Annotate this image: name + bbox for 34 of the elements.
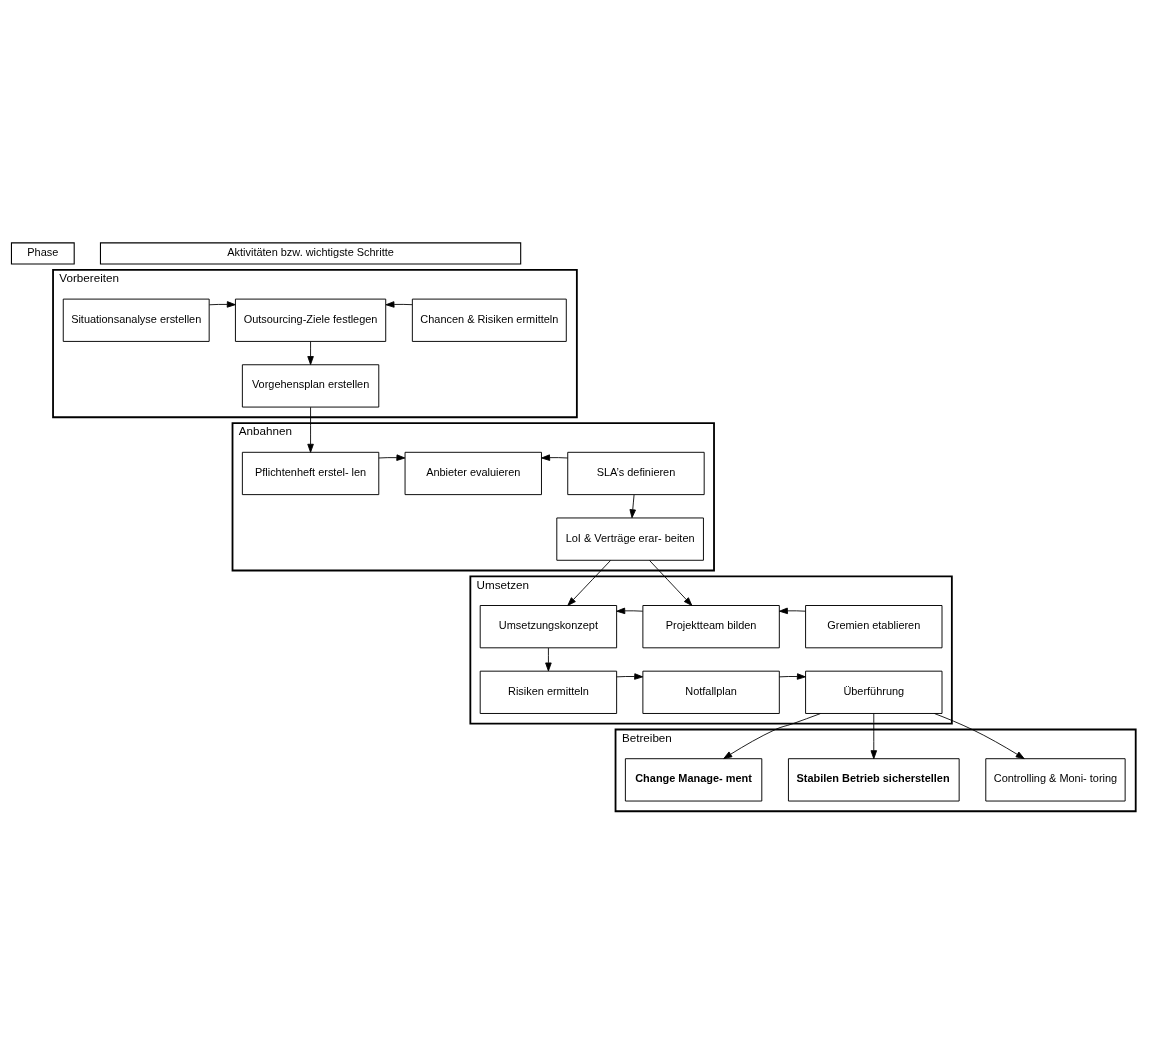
node-box: LoI & Verträge erar- beiten <box>556 517 704 561</box>
node-box: SLA’s definieren <box>567 451 705 495</box>
arrow <box>778 607 806 614</box>
arrow <box>616 672 644 680</box>
arrow <box>545 647 552 671</box>
arrow <box>567 559 611 606</box>
node-box: Situationsanalyse erstellen <box>62 298 210 342</box>
arrow <box>629 493 636 518</box>
arrow <box>307 406 314 453</box>
node-box: Anbieter evaluieren <box>404 451 542 495</box>
arrow <box>870 712 878 759</box>
node-box: Überführung <box>805 670 943 714</box>
node-box: Gremien etablieren <box>805 604 943 648</box>
node-box: Risiken ermitteln <box>479 670 618 714</box>
arrow <box>385 300 413 308</box>
label: Aktivitäten bzw. wichtigste Schritte <box>227 245 394 258</box>
label: Phase <box>27 245 59 258</box>
arrow <box>378 453 406 461</box>
arrow <box>307 340 314 365</box>
node-box: Vorgehensplan erstellen <box>241 363 380 408</box>
node-box: Change Manage- ment <box>624 757 763 801</box>
arrow <box>541 453 569 461</box>
arrow <box>209 300 236 308</box>
node-box: Notfallplan <box>642 670 780 714</box>
node-box: Pflichtenheft erstel- len <box>241 451 380 495</box>
arrow <box>933 712 1025 759</box>
node-box: Chancen & Risiken ermitteln <box>411 298 567 342</box>
arrow <box>778 672 806 680</box>
arrow <box>616 607 644 614</box>
node-box: Umsetzungskonzept <box>479 604 618 648</box>
node-box: Projektteam bilden <box>642 604 780 648</box>
node-box: Stabilen Betrieb sicherstellen <box>787 757 960 801</box>
node-box: Controlling & Moni- toring <box>985 757 1126 801</box>
node-box: Outsourcing-Ziele festlegen <box>234 298 387 342</box>
